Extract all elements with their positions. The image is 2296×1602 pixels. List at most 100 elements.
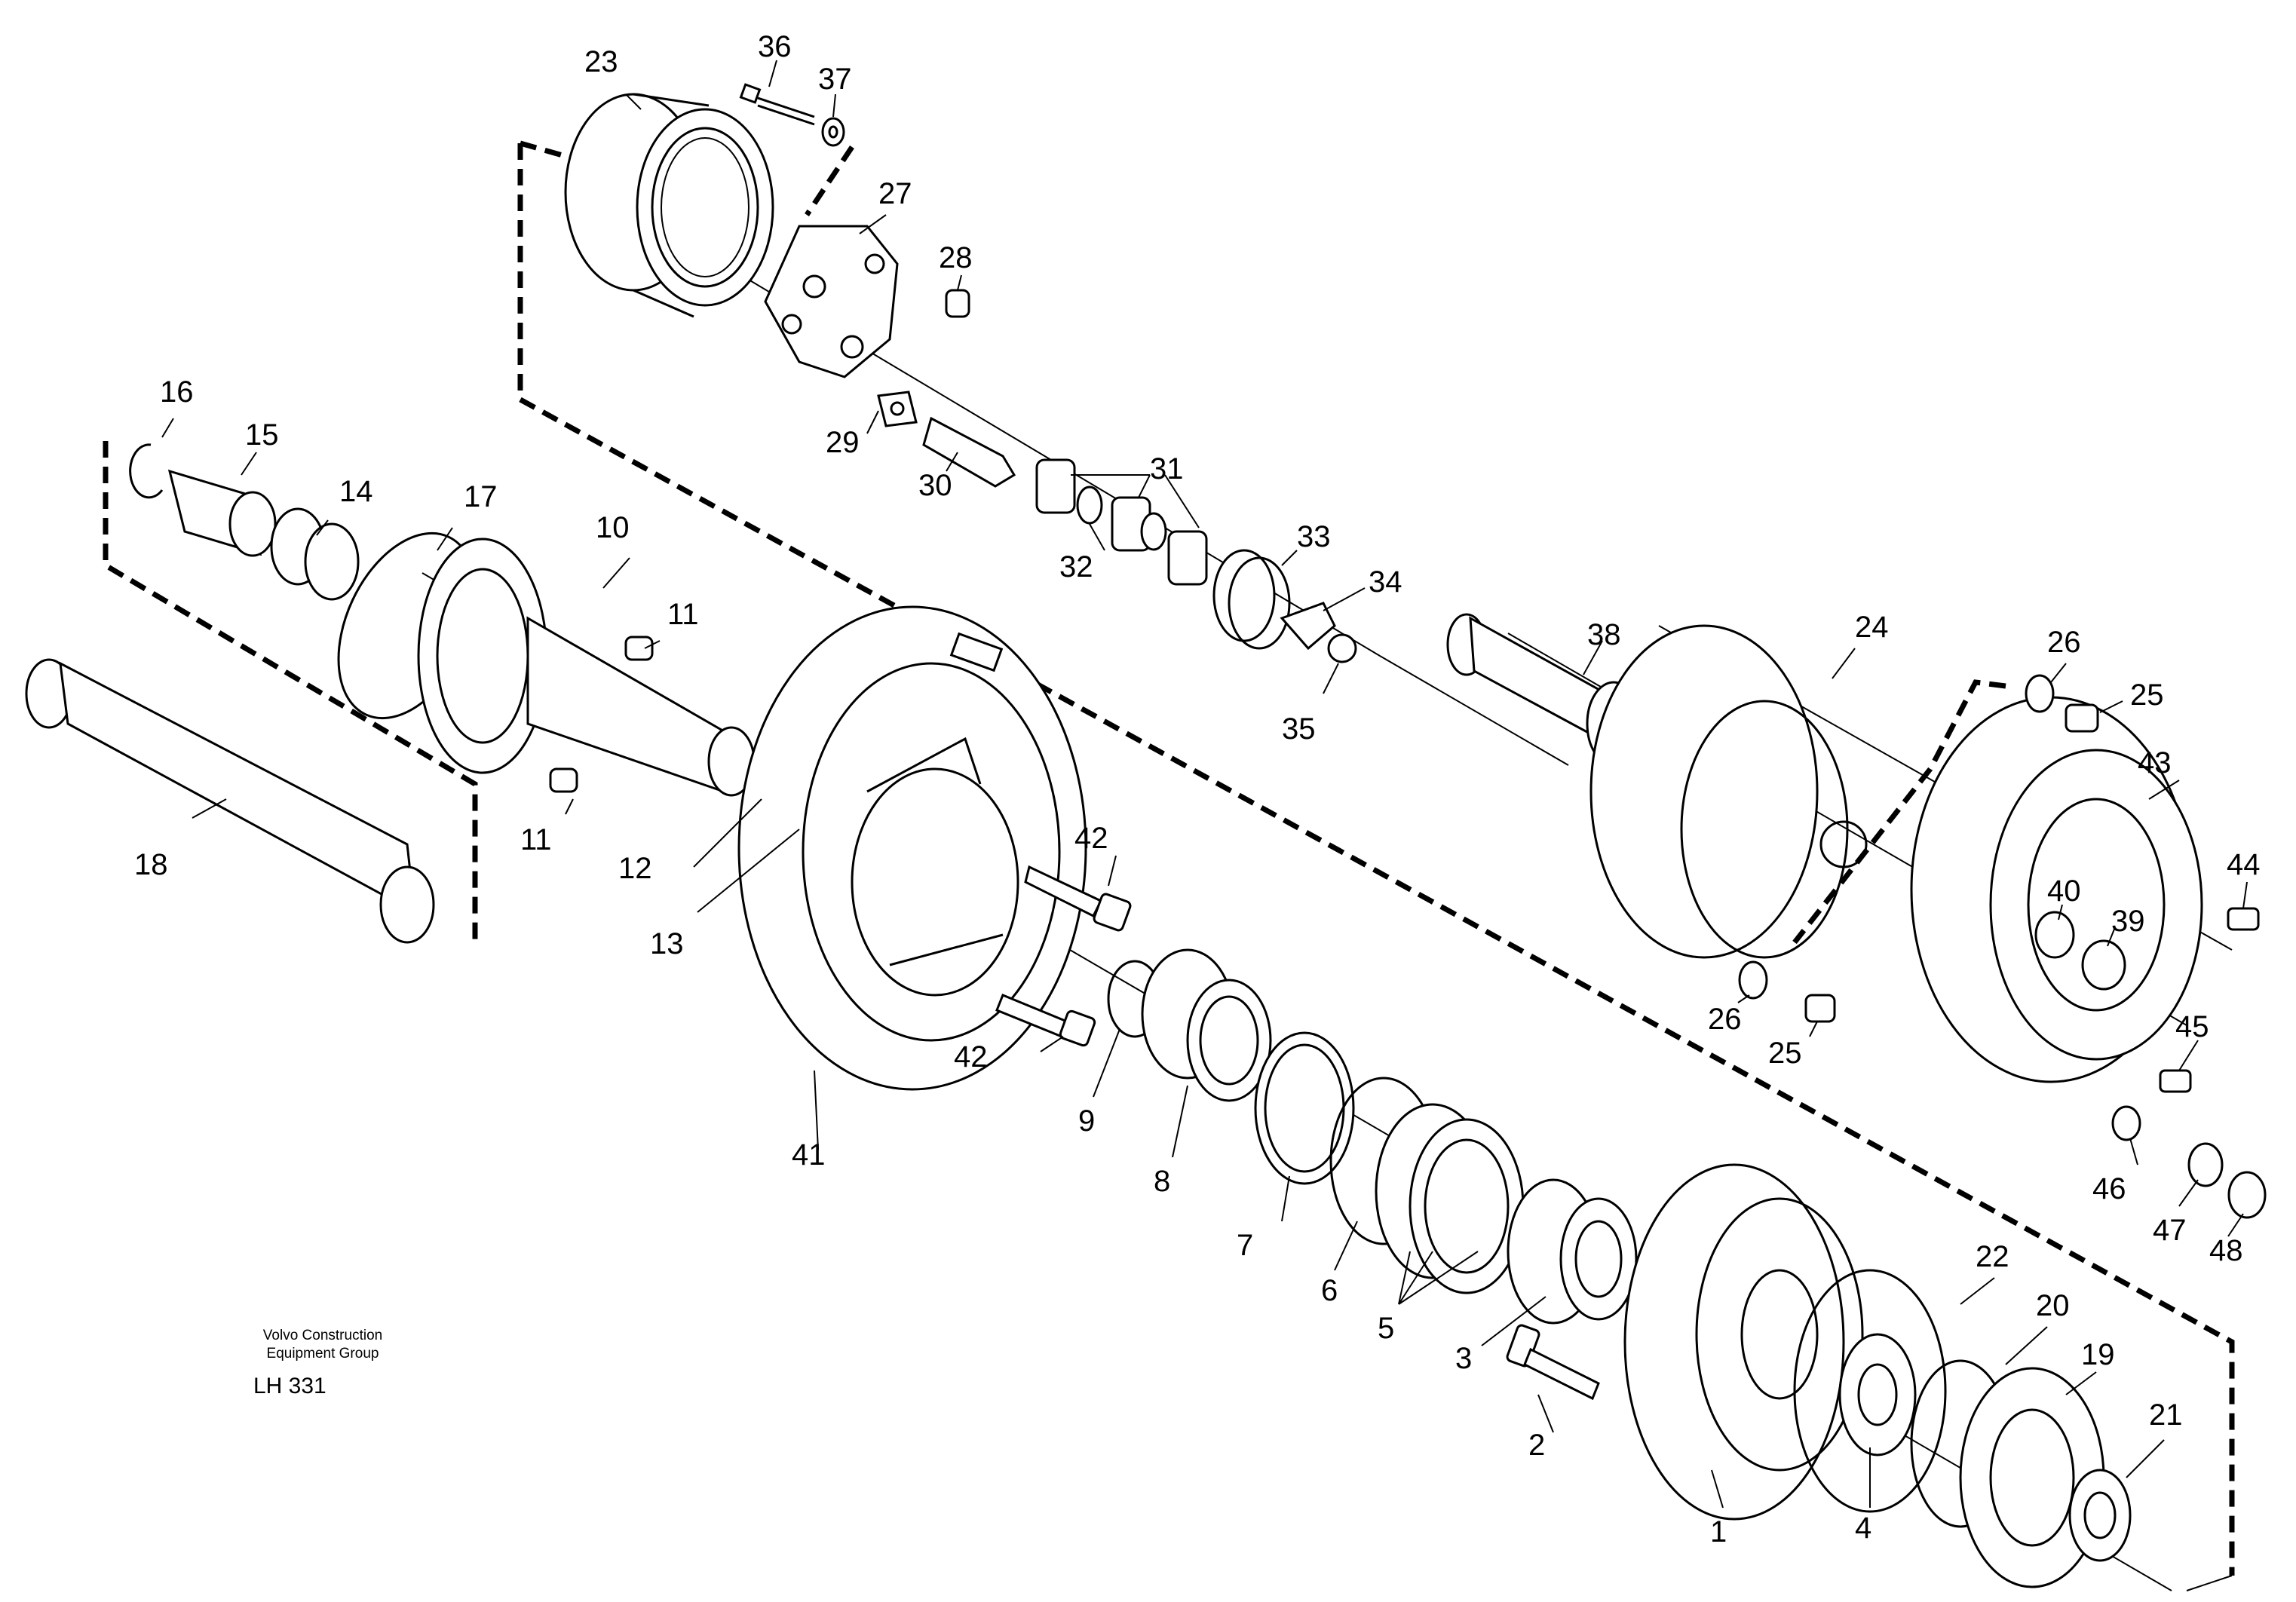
ring-gear-23 <box>564 93 774 318</box>
label-12: 12 <box>618 852 652 885</box>
label-25-upper: 25 <box>2130 678 2164 712</box>
label-41: 41 <box>792 1138 826 1172</box>
axle-shaft-18 <box>25 658 435 944</box>
label-38: 38 <box>1587 618 1621 651</box>
label-36: 36 <box>758 30 792 63</box>
label-39: 39 <box>2111 905 2145 938</box>
label-47: 47 <box>2153 1214 2187 1247</box>
washer-40-plug-39 <box>2034 911 2126 991</box>
label-10: 10 <box>596 511 630 544</box>
wheel-hub-1 <box>1623 1163 1864 1521</box>
label-21: 21 <box>2149 1398 2183 1432</box>
label-19: 19 <box>2081 1338 2115 1371</box>
label-45: 45 <box>2175 1010 2209 1043</box>
bolt-36 <box>739 83 815 126</box>
housing-24 <box>1589 624 1868 959</box>
credit-company-line1: Volvo Construction <box>262 1328 383 1343</box>
circlip-16 <box>129 443 164 499</box>
label-40: 40 <box>2047 875 2081 908</box>
label-16: 16 <box>160 375 194 409</box>
needle-bearings-31 <box>1035 458 1208 586</box>
bolt-42-lower <box>995 994 1096 1047</box>
label-22: 22 <box>1976 1240 2009 1273</box>
ring-7 <box>1254 1031 1355 1185</box>
sun-gear-33 <box>1212 549 1291 650</box>
planet-shaft-30 <box>922 416 1016 488</box>
part-labels: 1 2 3 4 5 6 7 8 9 10 11 11 12 13 14 15 1… <box>134 30 2261 1548</box>
seal-8 <box>1141 948 1272 1102</box>
label-11-lower: 11 <box>520 823 552 856</box>
label-13: 13 <box>650 927 684 960</box>
label-23: 23 <box>584 45 618 78</box>
label-4: 4 <box>1855 1512 1871 1545</box>
label-37: 37 <box>818 63 852 96</box>
diagram-code: LH 331 <box>253 1374 326 1398</box>
label-6: 6 <box>1321 1274 1338 1307</box>
bearing-4 <box>1838 1333 1917 1457</box>
label-46: 46 <box>2092 1172 2126 1205</box>
spacer-washers-32 <box>1076 486 1167 551</box>
label-34: 34 <box>1369 565 1402 599</box>
sleeve-47 <box>2187 1142 2224 1187</box>
label-2: 2 <box>1528 1429 1545 1462</box>
label-43: 43 <box>2138 746 2172 780</box>
label-30: 30 <box>918 469 952 502</box>
washer-26-lower <box>1738 960 1768 1000</box>
label-11-upper: 11 <box>667 598 699 631</box>
bolt-42-upper <box>1024 865 1132 932</box>
bearing-3 <box>1507 1178 1638 1325</box>
hub-10 <box>417 538 756 797</box>
pins-11 <box>549 636 654 793</box>
label-44: 44 <box>2227 848 2261 881</box>
label-26-lower: 26 <box>1708 1003 1742 1036</box>
washer-26-upper <box>2025 674 2055 713</box>
label-18: 18 <box>134 848 168 881</box>
label-9: 9 <box>1078 1104 1095 1138</box>
publisher-credit: Volvo Construction Equipment Group LH 33… <box>240 1327 406 1399</box>
label-28: 28 <box>939 241 973 274</box>
lock-plate-34 <box>1280 602 1336 651</box>
label-5: 5 <box>1378 1312 1394 1345</box>
nut-48 <box>2227 1171 2267 1219</box>
washer-37 <box>821 117 845 147</box>
wheel-stud-2 <box>1506 1324 1600 1401</box>
gear-19 <box>1959 1367 2105 1588</box>
label-17: 17 <box>464 480 498 513</box>
thrust-washer-29 <box>877 391 918 427</box>
label-20: 20 <box>2036 1289 2070 1322</box>
label-25-lower: 25 <box>1768 1037 1802 1070</box>
label-31: 31 <box>1150 452 1184 486</box>
brake-drum-43 <box>1910 696 2203 1083</box>
label-8: 8 <box>1154 1165 1170 1198</box>
bushing-14 <box>270 507 360 601</box>
label-32: 32 <box>1059 550 1093 584</box>
label-27: 27 <box>878 177 912 210</box>
label-7: 7 <box>1237 1229 1253 1262</box>
screw-35 <box>1327 633 1357 663</box>
screw-44 <box>2227 907 2260 931</box>
seal-5 <box>1375 1103 1525 1294</box>
label-42-upper: 42 <box>1074 822 1108 855</box>
screw-25-lower <box>1804 994 1836 1023</box>
label-35: 35 <box>1282 712 1316 746</box>
washer-46 <box>2111 1105 2141 1141</box>
label-24: 24 <box>1855 611 1889 644</box>
pin-28 <box>945 289 970 318</box>
leader-lines <box>161 60 2248 1509</box>
screw-25-upper <box>2065 703 2099 733</box>
credit-company-line2: Equipment Group <box>266 1346 379 1362</box>
label-26-upper: 26 <box>2047 626 2081 659</box>
nut-21 <box>2068 1469 2132 1562</box>
bushing-15 <box>167 469 277 557</box>
label-3: 3 <box>1455 1342 1472 1375</box>
label-42-lower: 42 <box>954 1040 988 1074</box>
planet-carrier-27 <box>764 225 899 378</box>
screw-45 <box>2159 1069 2192 1093</box>
label-14: 14 <box>339 475 373 508</box>
label-29: 29 <box>826 426 860 459</box>
label-48: 48 <box>2209 1234 2243 1267</box>
ring-22 <box>1793 1269 1947 1513</box>
brake-assembly-41 <box>737 605 1087 1091</box>
label-33: 33 <box>1297 520 1331 553</box>
